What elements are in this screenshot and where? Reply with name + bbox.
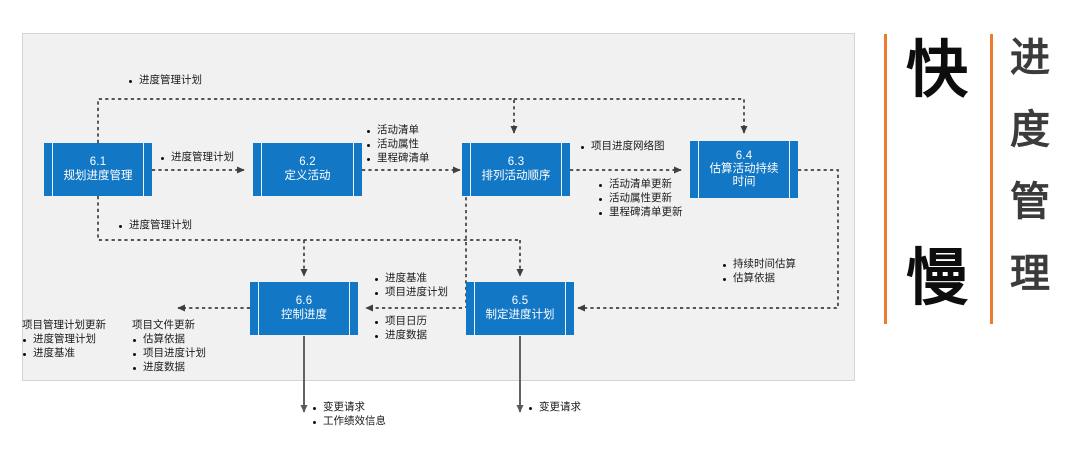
- label-61-to-62: 进度管理计划: [160, 151, 234, 165]
- label-item: 进度管理计划: [118, 219, 192, 233]
- process-name-line1: 估算活动持续: [709, 162, 779, 175]
- process-box-6-6[interactable]: 6.6 控制进度: [250, 282, 358, 335]
- label-item: 项目进度网络图: [580, 140, 665, 154]
- label-item: 活动清单: [366, 124, 430, 138]
- label-item: 项目进度计划: [374, 286, 448, 300]
- label-item: 活动属性: [366, 138, 430, 152]
- label-project-doc-updates: 项目文件更新 估算依据 项目进度计划 进度数据: [132, 319, 206, 374]
- big-char-slow: 慢: [906, 244, 969, 313]
- label-item: 进度管理计划: [22, 333, 106, 347]
- label-62-to-63: 活动清单 活动属性 里程碑清单: [366, 124, 430, 166]
- label-item: 进度基准: [374, 272, 448, 286]
- label-item: 估算依据: [132, 333, 206, 347]
- process-name: 规划进度管理: [63, 169, 133, 182]
- label-item: 变更请求: [528, 401, 581, 415]
- process-id: 6.4: [735, 149, 753, 162]
- process-id: 6.6: [295, 295, 313, 308]
- label-header: 项目文件更新: [132, 319, 195, 331]
- label-item: 估算依据: [722, 272, 796, 286]
- process-name-line2: 时间: [732, 176, 756, 189]
- process-box-6-3[interactable]: 6.3 排列活动顺序: [462, 143, 570, 196]
- label-header: 项目管理计划更新: [22, 319, 106, 331]
- title-char-3: 管: [1010, 180, 1050, 224]
- accent-rule-left: [884, 34, 887, 324]
- process-name: 定义活动: [284, 169, 331, 182]
- label-item: 工作绩效信息: [312, 415, 386, 429]
- accent-rule-right: [990, 34, 993, 324]
- label-65-to-66-bottom: 项目日历 进度数据: [374, 315, 427, 343]
- label-65-to-66-top: 进度基准 项目进度计划: [374, 272, 448, 300]
- process-name: 制定进度计划: [485, 308, 555, 321]
- process-id: 6.5: [511, 295, 529, 308]
- label-63-to-64: 项目进度网络图: [580, 140, 665, 154]
- process-box-6-5[interactable]: 6.5 制定进度计划: [466, 282, 574, 335]
- label-item: 活动属性更新: [598, 192, 683, 206]
- label-item: 进度管理计划: [128, 74, 202, 88]
- label-63-updates: 活动清单更新 活动属性更新 里程碑清单更新: [598, 178, 683, 220]
- process-box-6-1[interactable]: 6.1 规划进度管理: [44, 143, 152, 196]
- label-top-schedule-plan: 进度管理计划: [128, 74, 202, 88]
- title-sidebar: 快 慢 进 度 管 理: [884, 30, 1074, 360]
- title-char-1: 进: [1010, 36, 1050, 80]
- process-name: 控制进度: [281, 308, 327, 321]
- label-65-outputs: 变更请求: [528, 401, 581, 415]
- process-id: 6.3: [507, 156, 525, 169]
- label-item: 里程碑清单更新: [598, 206, 683, 220]
- process-id: 6.2: [299, 156, 316, 169]
- label-66-outputs: 变更请求 工作绩效信息: [312, 401, 386, 429]
- label-item: 进度基准: [22, 347, 106, 361]
- label-item: 变更请求: [312, 401, 386, 415]
- label-item: 项目进度计划: [132, 347, 206, 361]
- label-item: 活动清单更新: [598, 178, 683, 192]
- label-item: 项目日历: [374, 315, 427, 329]
- title-char-4: 理: [1010, 252, 1050, 296]
- label-61-down-plan: 进度管理计划: [118, 219, 192, 233]
- title-char-2: 度: [1010, 108, 1050, 152]
- label-item: 进度数据: [374, 329, 427, 343]
- process-name: 排列活动顺序: [481, 169, 551, 182]
- label-item: 持续时间估算: [722, 258, 796, 272]
- label-item: 里程碑清单: [366, 152, 430, 166]
- label-item: 进度管理计划: [160, 151, 234, 165]
- process-id: 6.1: [89, 156, 107, 169]
- big-char-fast: 快: [906, 36, 969, 105]
- process-box-6-2[interactable]: 6.2 定义活动: [253, 143, 362, 196]
- label-pm-plan-updates: 项目管理计划更新 进度管理计划 进度基准: [22, 319, 106, 361]
- process-box-6-4[interactable]: 6.4 估算活动持续 时间: [690, 141, 798, 198]
- label-item: 进度数据: [132, 361, 206, 375]
- label-64-outputs: 持续时间估算 估算依据: [722, 258, 796, 286]
